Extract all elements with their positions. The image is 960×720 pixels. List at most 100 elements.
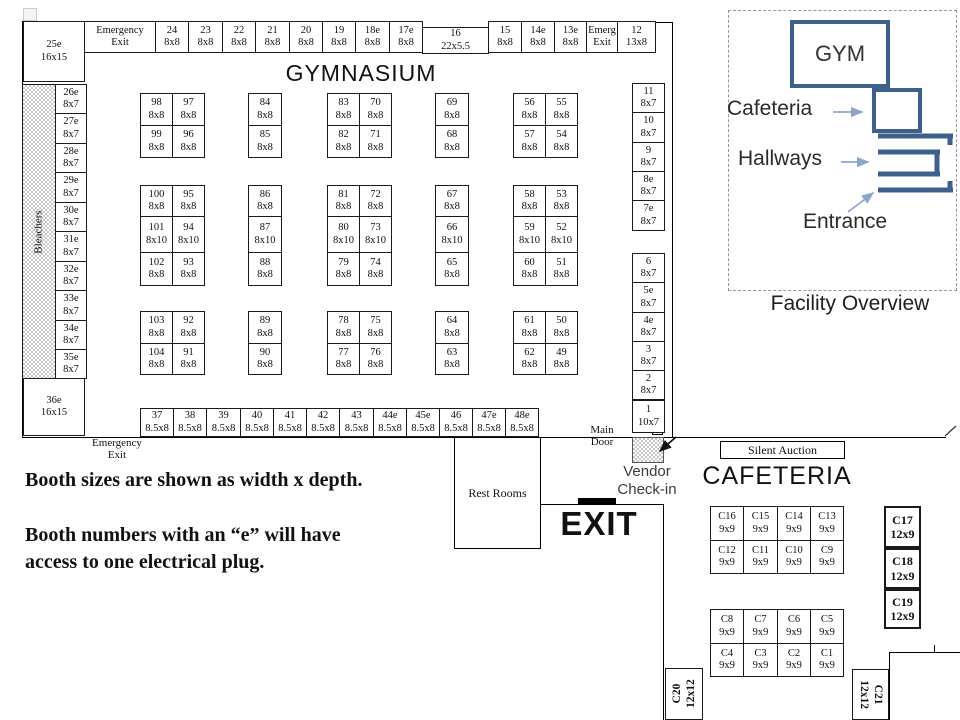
- overview-hallways-label: Hallways: [738, 147, 823, 170]
- vendor-checkin-label: Vendor Check-in: [617, 463, 677, 499]
- silent-auction-table: Silent Auction: [720, 441, 845, 459]
- facility-overview-caption: Facility Overview: [770, 292, 930, 315]
- note-electrical: Booth numbers with an “e” will have acce…: [25, 524, 341, 573]
- overview-gym-box: GYM: [790, 20, 890, 88]
- main-door-hatch: [632, 437, 664, 463]
- overview-entrance-label: Entrance: [803, 210, 888, 233]
- cafeteria-title: CAFETERIA: [702, 462, 852, 490]
- cafeteria-corner-wall-v: [889, 652, 890, 720]
- hall-wall-vertical: [663, 504, 664, 720]
- emergency-exit-bottom-label: Emergency Exit: [92, 437, 142, 462]
- cafeteria-corner-wall-h: [889, 652, 960, 653]
- facility-overview-inset: [728, 10, 957, 291]
- door-tick: [934, 645, 935, 653]
- overview-cafeteria-box: [872, 88, 922, 133]
